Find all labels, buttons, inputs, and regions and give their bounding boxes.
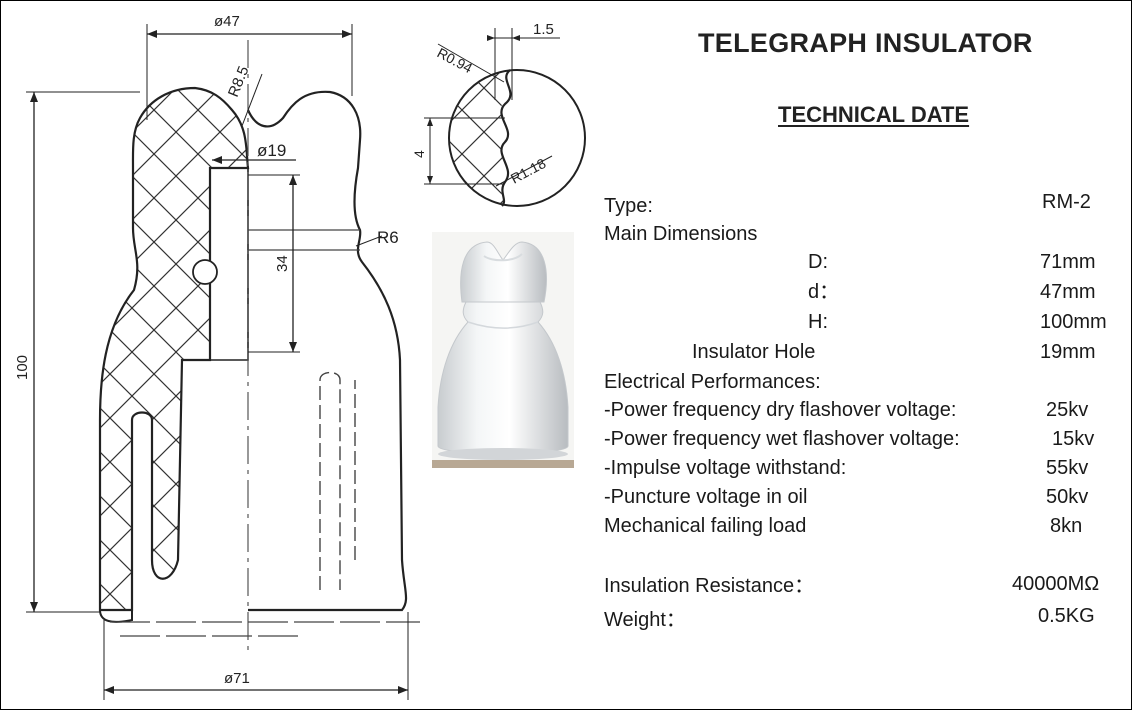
page-subtitle: TECHNICAL DATE	[778, 102, 970, 127]
insulator-right-outline	[246, 90, 408, 612]
product-photo	[432, 232, 574, 468]
d-small-value: 47mm	[1040, 281, 1096, 303]
hole-label: Insulator Hole	[692, 341, 816, 363]
inner-skirt-right	[319, 371, 356, 590]
inner-groove-right	[248, 229, 360, 251]
dim-top-text: ø47	[214, 13, 240, 30]
dry-flashover-label: -Power frequency dry flashover voltage:	[604, 399, 957, 421]
mechanical-label: Mechanical failing load	[604, 515, 807, 537]
wet-flashover-value: 15kv	[1052, 428, 1095, 450]
detail-radius-top-text: R0.94	[435, 45, 476, 77]
base-lines	[110, 621, 420, 637]
weight-label: Weight：	[604, 609, 686, 631]
dim-depth-text: 34	[274, 255, 291, 272]
insulator-image	[432, 241, 574, 468]
h-value: 100mm	[1040, 311, 1107, 333]
detail-pitch-text: 4	[411, 150, 427, 158]
type-value: RM-2	[1042, 191, 1091, 213]
main-dimensions-heading: Main Dimensions	[604, 223, 758, 245]
resistance-label: Insulation Resistance：	[604, 575, 815, 597]
puncture-value: 50kv	[1046, 486, 1089, 508]
puncture-label: -Puncture voltage in oil	[604, 486, 808, 508]
inner-bore	[210, 168, 249, 361]
d-small-label: d：	[808, 281, 840, 303]
page-title: TELEGRAPH INSULATOR	[698, 28, 1033, 58]
dim-height-text: 100	[14, 355, 31, 380]
section-hole	[192, 259, 218, 285]
detail-width-text: 1.5	[533, 21, 554, 38]
detail-radius-bottom-text: R1.18	[508, 155, 549, 187]
dim-hole-text: ø19	[257, 141, 286, 160]
dim-bottom-text: ø71	[224, 670, 250, 687]
impulse-value: 55kv	[1046, 457, 1089, 479]
insulator-left-outline	[99, 609, 133, 623]
type-label: Type:	[604, 195, 653, 217]
electrical-heading: Electrical Performances:	[604, 371, 821, 393]
impulse-label: -Impulse voltage withstand:	[604, 457, 847, 479]
radius-neck-text: R6	[377, 228, 399, 247]
resistance-value: 40000MΩ	[1012, 573, 1100, 595]
insulator-section-hatched	[98, 86, 250, 612]
weight-value: 0.5KG	[1038, 605, 1095, 627]
wet-flashover-label: -Power frequency wet flashover voltage:	[604, 428, 960, 450]
dry-flashover-value: 25kv	[1046, 399, 1089, 421]
mechanical-value: 8kn	[1050, 515, 1083, 537]
d-big-value: 71mm	[1040, 251, 1096, 273]
hole-value: 19mm	[1040, 341, 1096, 363]
h-label: H:	[808, 311, 828, 333]
d-big-label: D:	[808, 251, 828, 273]
